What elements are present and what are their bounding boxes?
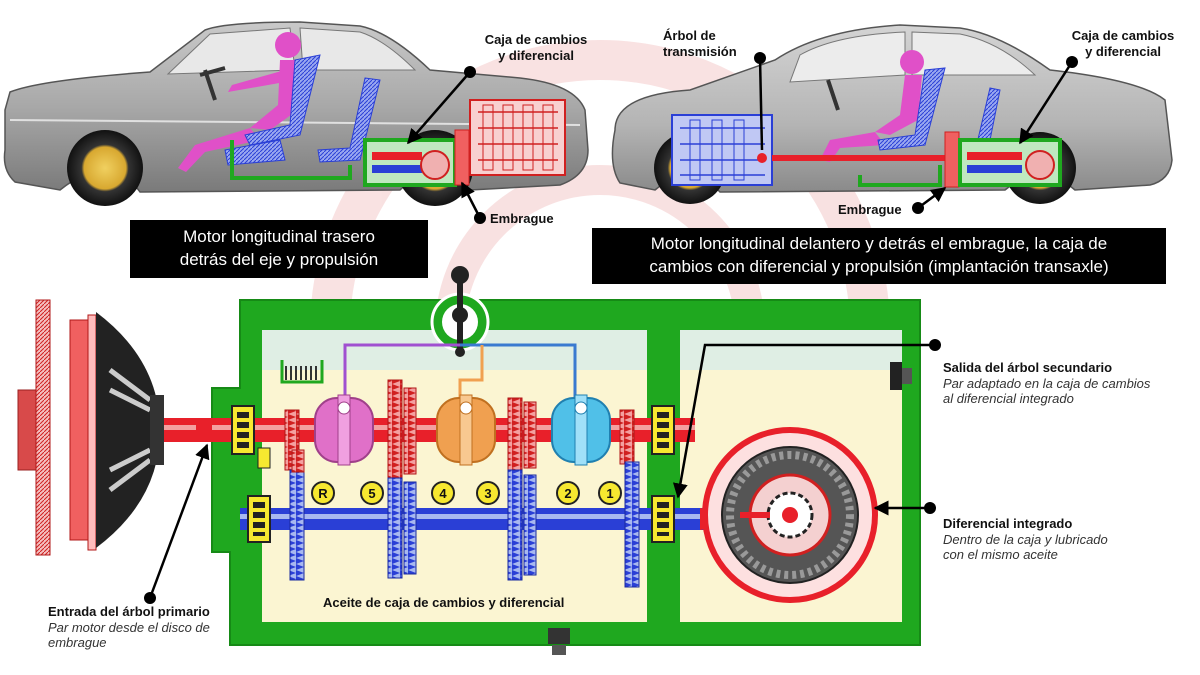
driver-figure <box>178 32 301 172</box>
car-window-front <box>789 31 906 83</box>
label-gearbox-diff-right: Caja de cambios y diferencial <box>1071 28 1175 59</box>
gear-shifter <box>430 266 490 357</box>
driver-figure <box>820 50 924 162</box>
gear-badge-4: 4 <box>431 481 455 505</box>
label-oil: Aceite de caja de cambios y diferencial <box>323 595 565 610</box>
label-transmission-shaft: Árbol de transmisión <box>663 28 737 59</box>
car-front-wheel <box>67 130 143 206</box>
oil-chamber <box>262 330 647 622</box>
shaft-bearings <box>231 405 675 543</box>
bottom-pointers <box>144 339 941 604</box>
steering-wheel <box>199 66 226 101</box>
top-pointers <box>407 52 1078 224</box>
label-clutch-left: Embrague <box>490 211 554 226</box>
front-engine-block <box>671 114 773 186</box>
shift-forks <box>343 343 577 400</box>
rear-engine-block <box>469 99 566 176</box>
drain-plug <box>548 628 570 655</box>
gear-badge-5: 5 <box>360 481 384 505</box>
label-clutch-right: Embrague <box>838 202 902 217</box>
rear-gearbox-mini <box>363 129 470 187</box>
gear-badge-r: R <box>311 481 335 505</box>
synchro-sleeves <box>314 394 611 466</box>
callout-output-shaft: Salida del árbol secundario Par adaptado… <box>943 360 1151 407</box>
transaxle-gearbox-mini <box>944 131 1062 188</box>
callout-differential: Diferencial integrado Dentro de la caja … <box>943 516 1108 563</box>
rear-engine-car <box>3 21 589 206</box>
label-gearbox-diff-left: Caja de cambios y diferencial <box>484 32 588 63</box>
gear-badge-3: 3 <box>476 481 500 505</box>
gear-badge-2: 2 <box>556 481 580 505</box>
integrated-differential <box>702 427 878 603</box>
detent-spring <box>285 366 317 380</box>
secondary-gears <box>289 461 640 588</box>
callout-input-shaft: Entrada del árbol primario Par motor des… <box>48 604 210 651</box>
caption-transaxle: Motor longitudinal delantero y detrás el… <box>592 228 1166 284</box>
gear-badge-1: 1 <box>598 481 622 505</box>
